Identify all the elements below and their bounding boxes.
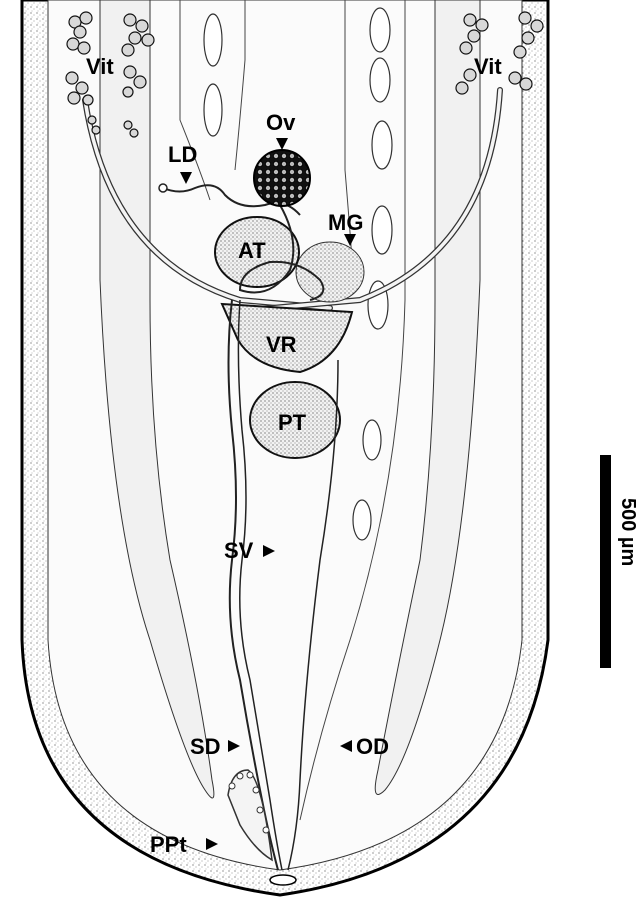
scale-bar	[600, 455, 611, 668]
label-ppt: PPt	[150, 832, 187, 857]
label-mg: MG	[328, 210, 363, 235]
mehlis-gland	[296, 242, 364, 302]
laurers-duct-opening	[159, 184, 167, 192]
scale-bar-label: 500 µm	[617, 498, 639, 566]
label-pt: PT	[278, 410, 307, 435]
label-vit-right: Vit	[474, 54, 502, 79]
label-vr: VR	[266, 332, 297, 357]
label-od: OD	[356, 734, 389, 759]
label-sv: SV	[224, 538, 254, 563]
label-sd: SD	[190, 734, 221, 759]
genital-pore	[270, 875, 296, 885]
label-ld: LD	[168, 142, 197, 167]
label-ov: Ov	[266, 110, 296, 135]
label-vit-left: Vit	[86, 54, 114, 79]
ovary	[254, 150, 310, 206]
label-at: AT	[238, 238, 266, 263]
